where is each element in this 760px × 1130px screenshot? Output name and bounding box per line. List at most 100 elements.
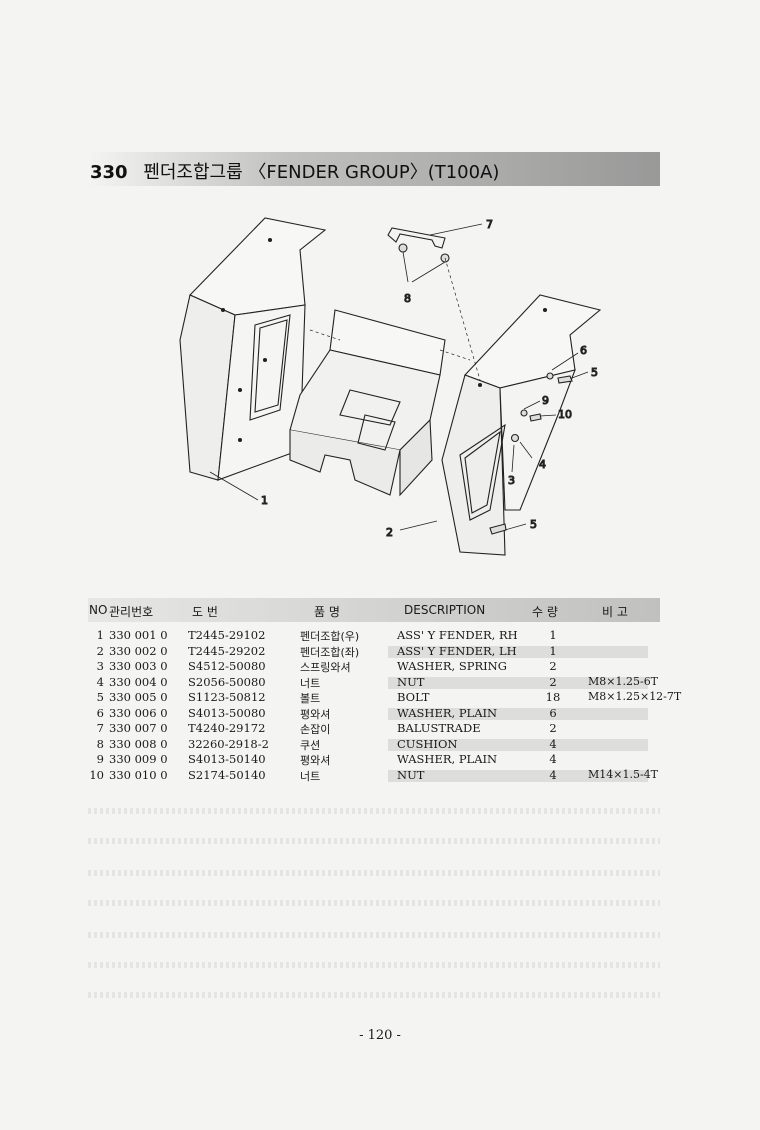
row-mgmt-number: 330 007 0 [109, 721, 168, 735]
row-mgmt-number: 330 004 0 [109, 674, 168, 689]
row-part-name: 펜더조합(좌) [300, 645, 360, 659]
row-mgmt-number: 330 010 0 [109, 767, 168, 782]
row-quantity: 2 [549, 659, 557, 673]
callout-2: 2 [386, 526, 393, 539]
row-mgmt-number: 330 002 0 [109, 643, 168, 658]
scan-artifact [88, 870, 660, 876]
row-quantity: 2 [549, 721, 557, 735]
seat-base-drawing [289, 309, 446, 497]
table-row: 5 330 005 0 S1123-50812 볼트 BOLT 18 M8×1.… [88, 690, 682, 706]
row-remark: M14×1.5-4T [588, 767, 659, 781]
row-mgmt-number: 330 003 0 [109, 659, 168, 673]
row-description: ASS' Y FENDER, RH [397, 628, 518, 642]
row-quantity: 4 [549, 736, 557, 751]
table-header-band [88, 598, 660, 622]
table-row: 7 330 007 0 T4240-29172 손잡이 BALUSTRADE 2 [88, 721, 668, 737]
row-part-name: 손잡이 [300, 723, 331, 736]
row-part-name: 너트 [300, 769, 321, 783]
fender-lh-drawing [441, 294, 602, 556]
alignment-lines [309, 257, 481, 381]
row-no: 10 [89, 767, 104, 782]
callout-5a: 5 [591, 366, 598, 379]
row-no: 1 [96, 628, 104, 642]
exploded-parts-diagram: 7 8 6 5 9 10 4 3 1 2 5 [160, 210, 620, 580]
scan-artifact [88, 932, 660, 938]
header-mgmt-number: 관리번호 [109, 605, 154, 619]
row-mgmt-number: 330 008 0 [109, 736, 168, 751]
section-number: 330 [90, 162, 128, 183]
callout-4: 4 [539, 458, 546, 471]
row-part-name: 펜더조합(우) [300, 630, 360, 643]
callout-7: 7 [486, 218, 493, 231]
row-drawing-number: S4512-50080 [188, 659, 266, 673]
page-title: 330 펜더조합그룹 〈FENDER GROUP〉(T100A) [90, 158, 499, 184]
row-no: 7 [96, 721, 104, 735]
row-description: BALUSTRADE [397, 721, 481, 735]
row-part-name: 쿠션 [300, 738, 321, 752]
scan-artifact [88, 992, 660, 998]
balustrade-drawing [387, 227, 450, 263]
row-quantity: 2 [549, 674, 557, 689]
row-quantity: 6 [549, 705, 557, 720]
row-description: WASHER, PLAIN [397, 752, 498, 766]
page-number: - 120 - [359, 1028, 401, 1043]
row-description: WASHER, PLAIN [397, 705, 498, 720]
table-row: 4 330 004 0 S2056-50080 너트 NUT 2 M8×1.25… [88, 675, 668, 691]
row-no: 4 [96, 674, 104, 689]
row-drawing-number: 32260-2918-2 [188, 736, 269, 751]
row-no: 2 [96, 643, 104, 658]
scan-artifact [88, 808, 660, 814]
row-description: WASHER, SPRING [397, 659, 507, 673]
scan-artifact [88, 962, 660, 968]
row-quantity: 18 [545, 690, 561, 704]
callout-5b: 5 [530, 518, 537, 531]
row-no: 9 [96, 752, 104, 766]
row-part-name: 평와셔 [300, 754, 331, 767]
leader-lines [209, 223, 589, 531]
header-drawing-number: 도 번 [192, 605, 218, 619]
header-description: DESCRIPTION [404, 603, 486, 617]
callout-10: 10 [558, 408, 572, 421]
row-description: ASS' Y FENDER, LH [397, 643, 517, 658]
table-row: 2 330 002 0 T2445-29202 펜더조합(좌) ASS' Y F… [88, 644, 668, 660]
row-no: 6 [96, 705, 104, 720]
row-mgmt-number: 330 005 0 [109, 690, 168, 704]
scan-artifact [88, 838, 660, 844]
row-mgmt-number: 330 009 0 [109, 752, 168, 766]
table-row: 6 330 006 0 S4013-50080 평와셔 WASHER, PLAI… [88, 706, 668, 722]
row-no: 5 [96, 690, 104, 704]
callout-6: 6 [580, 344, 587, 357]
row-drawing-number: S4013-50140 [188, 752, 266, 766]
row-quantity: 4 [549, 752, 557, 766]
header-part-name: 품 명 [314, 605, 340, 619]
row-mgmt-number: 330 006 0 [109, 705, 168, 720]
row-drawing-number: S2056-50080 [188, 674, 266, 689]
table-row: 10 330 010 0 S2174-50140 너트 NUT 4 M14×1.… [88, 768, 668, 784]
table-row: 3 330 003 0 S4512-50080 스프링와셔 WASHER, SP… [88, 659, 668, 675]
row-part-name: 볼트 [300, 692, 321, 705]
callout-8: 8 [404, 292, 411, 305]
fender-rh-drawing [179, 217, 327, 481]
hardware-drawing [489, 372, 573, 535]
row-drawing-number: T2445-29202 [188, 643, 266, 658]
row-description: CUSHION [397, 736, 458, 751]
row-remark: M8×1.25×12-7T [588, 690, 682, 703]
title-english: 〈FENDER GROUP〉(T100A) [248, 162, 500, 183]
parts-table: 1 330 001 0 T2445-29102 펜더조합(우) ASS' Y F… [88, 628, 682, 784]
row-drawing-number: T2445-29102 [188, 628, 266, 642]
header-no: NO [89, 603, 108, 617]
row-drawing-number: S4013-50080 [188, 705, 266, 720]
row-part-name: 스프링와셔 [300, 661, 351, 674]
row-no: 3 [96, 659, 104, 673]
table-row: 9 330 009 0 S4013-50140 평와셔 WASHER, PLAI… [88, 752, 668, 768]
callout-1: 1 [261, 494, 268, 507]
row-description: NUT [397, 674, 425, 689]
row-quantity: 1 [549, 628, 557, 642]
row-part-name: 너트 [300, 676, 321, 690]
row-description: NUT [397, 767, 425, 782]
table-row: 1 330 001 0 T2445-29102 펜더조합(우) ASS' Y F… [88, 628, 668, 644]
row-remark: M8×1.25-6T [588, 674, 659, 688]
row-no: 8 [96, 736, 104, 751]
row-description: BOLT [397, 690, 430, 704]
